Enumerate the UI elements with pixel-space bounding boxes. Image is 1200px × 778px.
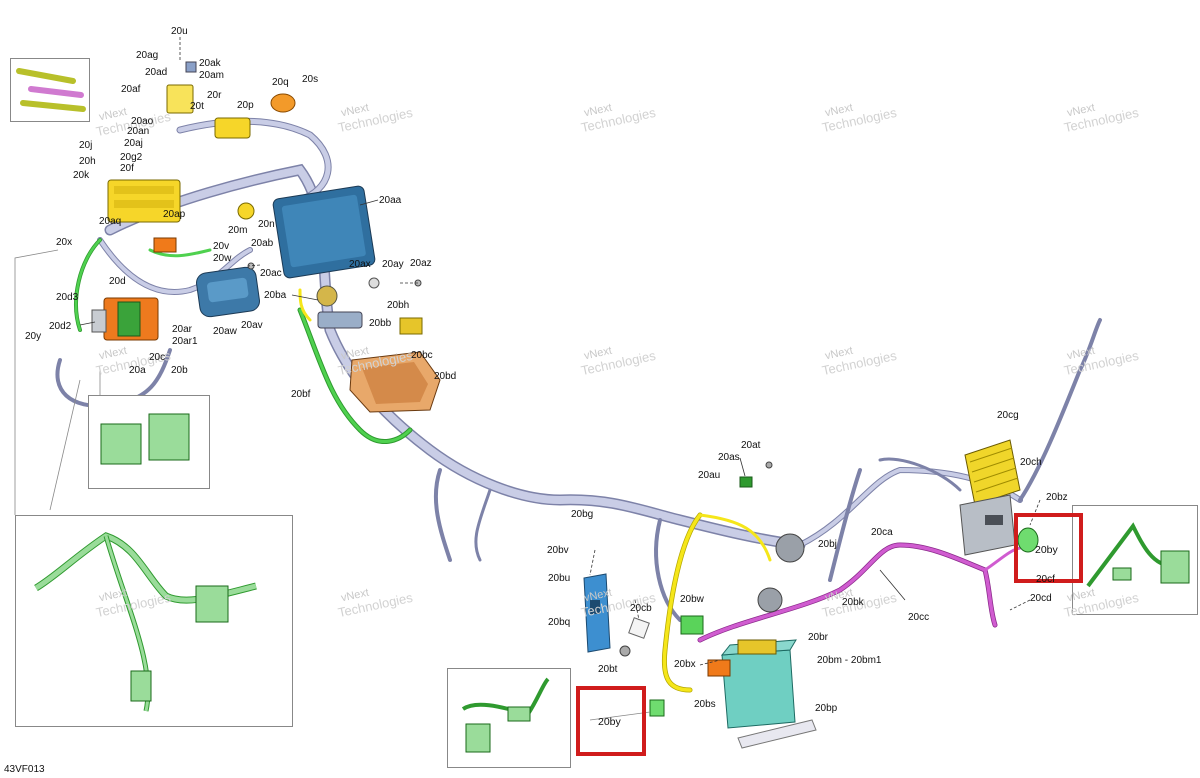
callout-label: 20bj <box>818 539 837 550</box>
inset-green-harness-left <box>15 515 293 727</box>
figure-code: 43VF013 <box>4 764 45 775</box>
callout-label: 20bk <box>842 597 864 608</box>
callout-label-highlighted: 20by <box>598 716 621 728</box>
callout-label: 20s <box>302 74 319 85</box>
inset-20by-detail <box>447 668 571 768</box>
callout-label: 20ax <box>349 259 371 270</box>
callout-label: 20az <box>410 258 432 269</box>
callout-label: 20au <box>698 470 721 481</box>
callout-label: 20ab <box>251 238 274 249</box>
callout-label: 20b <box>171 365 188 376</box>
inset-20by-right-detail <box>1072 505 1198 615</box>
callout-label: 20bv <box>547 545 569 556</box>
callout-label: 20af <box>121 84 141 95</box>
callout-label: 20bc <box>411 350 433 361</box>
callout-label: 20cf <box>1036 574 1055 585</box>
callout-label: 20bb <box>369 318 392 329</box>
inset-terminal-strips <box>10 58 90 122</box>
callout-label: 20bs <box>694 699 716 710</box>
callout-label: 20cc <box>908 612 930 623</box>
callout-label: 20bu <box>548 573 571 584</box>
callout-label: 20ar <box>172 324 193 335</box>
callout-label: 20an <box>127 126 150 137</box>
callout-label: 20g2 <box>120 152 143 163</box>
callout-label: 20bw <box>680 594 704 605</box>
callout-label: 20bm - 20bm1 <box>817 655 882 666</box>
callout-label: 20bp <box>815 703 838 714</box>
callout-label: 20cg <box>997 410 1019 421</box>
callout-label: 20ca <box>871 527 893 538</box>
callout-label: 20ap <box>163 209 186 220</box>
callout-label-highlighted: 20by <box>1035 544 1058 556</box>
callout-label: 20d3 <box>56 292 79 303</box>
callout-label: 20ba <box>264 290 287 301</box>
callout-label: 20aw <box>213 326 237 337</box>
callout-label: 20v <box>213 241 230 252</box>
callout-label: 20k <box>73 170 90 181</box>
callout-label: 20q <box>272 77 289 88</box>
callout-label: 20d2 <box>49 321 72 332</box>
callout-label: 20ay <box>382 259 404 270</box>
callout-label: 20bq <box>548 617 571 628</box>
callout-label: 20ch <box>1020 457 1042 468</box>
callout-label: 20bh <box>387 300 410 311</box>
callout-label: 20x <box>56 237 73 248</box>
inset-fuse-box-detail <box>88 395 210 489</box>
callout-label: 20u <box>171 26 188 37</box>
callout-label: 20ak <box>199 58 221 69</box>
callout-label: 20br <box>808 632 829 643</box>
callout-label: 20ar1 <box>172 336 198 347</box>
callout-label: 20bd <box>434 371 457 382</box>
callout-label: 20cb <box>630 603 652 614</box>
callout-label: 20ad <box>145 67 168 78</box>
callout-label: 20bt <box>598 664 618 675</box>
callout-label: 20as <box>718 452 740 463</box>
callout-label: 20ao <box>131 116 154 127</box>
callout-label: 20y <box>25 331 42 342</box>
callout-label: 20av <box>241 320 263 331</box>
callout-label: 20w <box>213 253 232 264</box>
callout-label: 20h <box>79 156 96 167</box>
callout-label: 20j <box>79 140 93 151</box>
callout-label: 20a <box>129 365 146 376</box>
callout-label: 20aj <box>124 138 143 149</box>
callout-label: 20ag <box>136 50 159 61</box>
callout-label: 20aa <box>379 195 402 206</box>
highlight-box-20by-bottom <box>576 686 646 756</box>
callout-label: 20m <box>228 225 248 236</box>
callout-label: 20f <box>120 163 134 174</box>
highlight-box-20by-right <box>1014 513 1083 583</box>
callout-label: 20n <box>258 219 275 230</box>
callout-label: 20bx <box>674 659 696 670</box>
callout-label: 20ac <box>260 268 282 279</box>
callout-label: 20aq <box>99 216 122 227</box>
callout-label: 20am <box>199 70 225 81</box>
callout-label: 20bz <box>1046 492 1068 503</box>
callout-label: 20d <box>109 276 126 287</box>
callout-label: 20bf <box>291 389 311 400</box>
callout-label: 20cd <box>1030 593 1052 604</box>
callout-label: 20t <box>190 101 204 112</box>
callout-label: 20c <box>149 352 166 363</box>
callout-label: 20p <box>237 100 254 111</box>
callout-label: 20bg <box>571 509 594 520</box>
callout-label: 20r <box>207 90 222 101</box>
callout-label: 20at <box>741 440 761 451</box>
